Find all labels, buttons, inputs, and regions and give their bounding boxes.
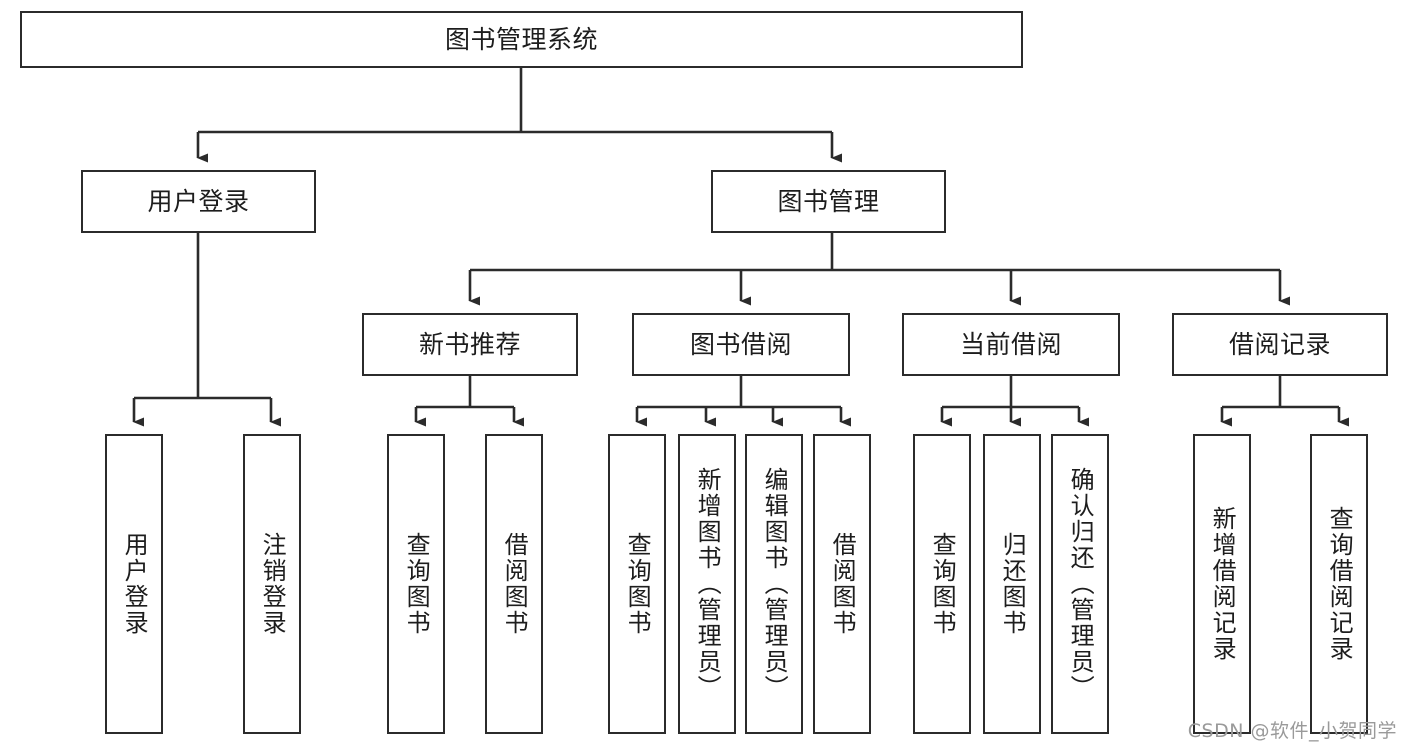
node-label: 新增图书（管理员） [693, 467, 722, 701]
node-label: 编辑图书（管理员） [760, 467, 789, 701]
leaf-query-book-current[interactable]: 查询图书 [913, 434, 971, 734]
node-label: 新书推荐 [418, 329, 521, 359]
leaf-query-book-borrow[interactable]: 查询图书 [608, 434, 666, 734]
node-label: 查询借阅记录 [1325, 506, 1354, 662]
node-label: 用户登录 [120, 532, 149, 636]
leaf-query-book-recommend[interactable]: 查询图书 [387, 434, 445, 734]
node-book-management[interactable]: 图书管理 [711, 170, 946, 233]
leaf-add-borrow-record[interactable]: 新增借阅记录 [1193, 434, 1251, 734]
node-label: 当前借阅 [959, 329, 1062, 359]
watermark-text: CSDN @软件_小贺同学 [1187, 720, 1397, 742]
node-current-borrow[interactable]: 当前借阅 [902, 313, 1120, 376]
node-user-login[interactable]: 用户登录 [81, 170, 316, 233]
node-book-borrow[interactable]: 图书借阅 [632, 313, 850, 376]
leaf-edit-book-admin[interactable]: 编辑图书（管理员） [745, 434, 803, 734]
node-book-management-system[interactable]: 图书管理系统 [20, 11, 1023, 68]
leaf-logout[interactable]: 注销登录 [243, 434, 301, 734]
node-label: 借阅图书 [828, 532, 857, 636]
leaf-return-book[interactable]: 归还图书 [983, 434, 1041, 734]
node-label: 查询图书 [402, 532, 431, 636]
node-label: 查询图书 [623, 532, 652, 636]
node-borrow-record[interactable]: 借阅记录 [1172, 313, 1388, 376]
leaf-confirm-return-admin[interactable]: 确认归还（管理员） [1051, 434, 1109, 734]
node-label: 用户登录 [147, 186, 250, 216]
node-label: 借阅记录 [1228, 329, 1331, 359]
leaf-borrow-book[interactable]: 借阅图书 [813, 434, 871, 734]
node-label: 新增借阅记录 [1208, 506, 1237, 662]
leaf-user-login[interactable]: 用户登录 [105, 434, 163, 734]
node-new-book-recommend[interactable]: 新书推荐 [362, 313, 578, 376]
node-label: 归还图书 [998, 532, 1027, 636]
node-label: 图书管理 [777, 186, 880, 216]
node-label: 图书借阅 [689, 329, 792, 359]
node-label: 图书管理系统 [444, 24, 598, 54]
node-label: 借阅图书 [500, 532, 529, 636]
node-label: 注销登录 [258, 532, 287, 636]
leaf-borrow-book-recommend[interactable]: 借阅图书 [485, 434, 543, 734]
leaf-add-book-admin[interactable]: 新增图书（管理员） [678, 434, 736, 734]
node-label: 查询图书 [928, 532, 957, 636]
leaf-query-borrow-record[interactable]: 查询借阅记录 [1310, 434, 1368, 734]
node-label: 确认归还（管理员） [1066, 467, 1095, 701]
